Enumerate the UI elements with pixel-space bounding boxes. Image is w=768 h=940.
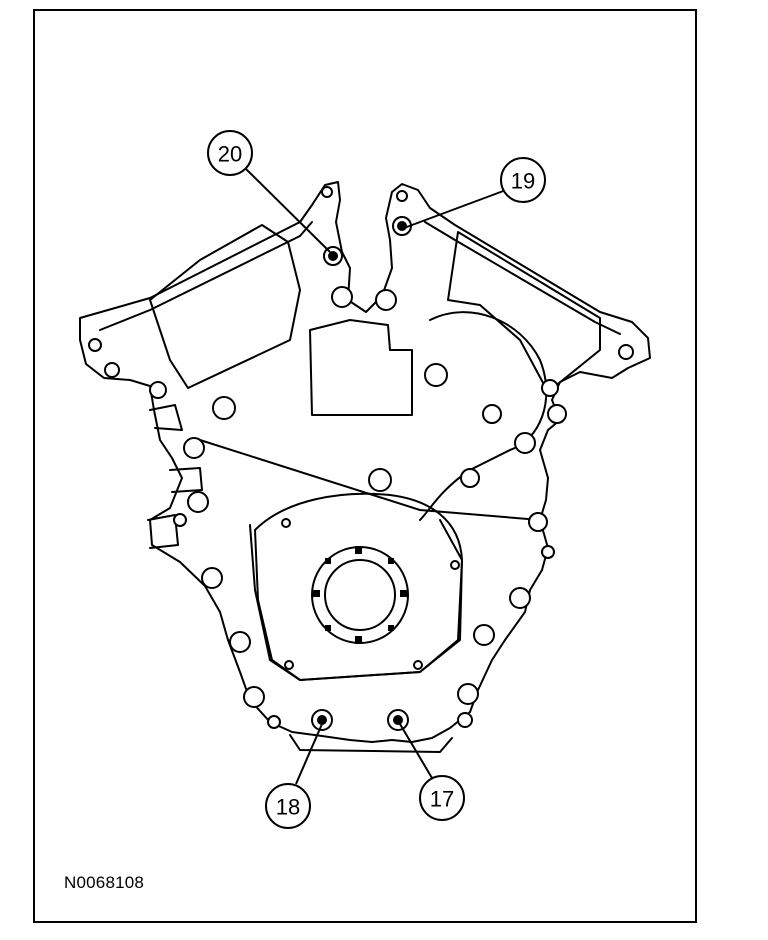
- diagram-frame: [33, 9, 697, 923]
- right-curve: [419, 311, 548, 521]
- cover-outline: [79, 181, 651, 743]
- leader-lines: [244, 167, 507, 785]
- callout-19-label: 19: [511, 169, 535, 194]
- cover-inner-outline: [99, 221, 621, 681]
- callout-19: 19: [500, 157, 546, 203]
- callout-18: 18: [265, 783, 311, 829]
- seal-tabs: [312, 546, 408, 644]
- callout-20-label: 20: [218, 142, 242, 167]
- left-cavity: [149, 224, 301, 389]
- pan-rail: [289, 734, 453, 753]
- callout-18-label: 18: [276, 795, 300, 820]
- seal-plate: [254, 492, 463, 681]
- bolt-holes: [88, 186, 634, 731]
- callout-17-label: 17: [430, 787, 454, 812]
- callout-17: 17: [419, 775, 465, 821]
- center-boss: [309, 319, 413, 416]
- right-cavity: [447, 231, 601, 393]
- crank-seal-inner: [324, 559, 396, 631]
- figure-reference-code: N0068108: [64, 873, 145, 892]
- callout-20: 20: [207, 130, 253, 176]
- left-bosses: [147, 404, 203, 549]
